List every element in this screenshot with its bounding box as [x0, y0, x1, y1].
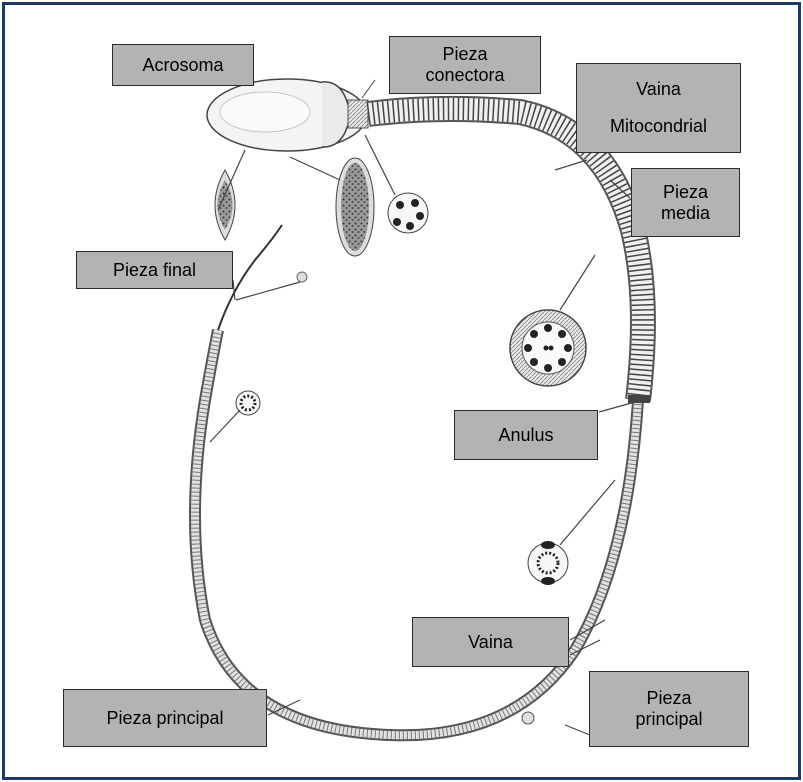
label-pieza-conectora-text: Pieza conectora: [425, 44, 504, 86]
sperm-head: [207, 79, 367, 151]
cross-section-principal-small: [236, 391, 260, 415]
cross-section-midpiece: [510, 310, 586, 386]
label-vaina-mitocondrial: Vaina Mitocondrial: [576, 63, 741, 153]
label-pieza-principal-left: Pieza principal: [63, 689, 267, 747]
label-pieza-media-text: Pieza media: [661, 182, 710, 224]
cross-section-principal: [528, 541, 568, 585]
cross-section-endpiece: [297, 272, 307, 282]
label-pieza-principal-left-text: Pieza principal: [106, 708, 223, 729]
label-acrosoma: Acrosoma: [112, 44, 254, 86]
label-anulus-text: Anulus: [498, 425, 553, 446]
label-pieza-principal-right: Pieza principal: [589, 671, 749, 747]
label-pieza-final-text: Pieza final: [113, 260, 196, 281]
label-pieza-conectora: Pieza conectora: [389, 36, 541, 94]
label-anulus: Anulus: [454, 410, 598, 460]
label-acrosoma-text: Acrosoma: [142, 55, 223, 76]
label-vaina-mitocondrial-line2: Mitocondrial: [610, 116, 707, 137]
cross-section-head-large: [336, 158, 374, 256]
cross-section-tail-end: [522, 712, 534, 724]
label-vaina-mitocondrial-line1: Vaina: [636, 79, 681, 100]
label-pieza-principal-right-text: Pieza principal: [635, 688, 702, 730]
label-pieza-final: Pieza final: [76, 251, 233, 289]
cross-section-neck: [388, 193, 428, 233]
label-pieza-media: Pieza media: [631, 168, 740, 237]
cross-section-head-small: [215, 170, 235, 240]
label-vaina-text: Vaina: [468, 632, 513, 653]
label-vaina: Vaina: [412, 617, 569, 667]
